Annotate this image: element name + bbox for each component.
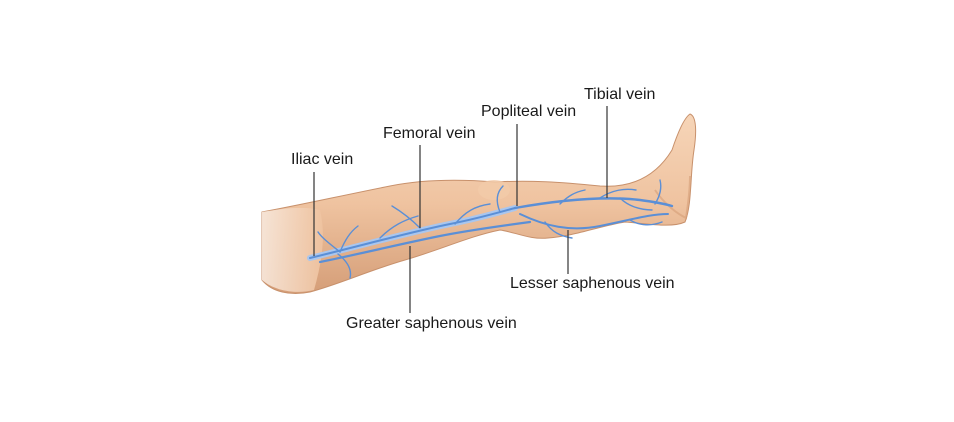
leg-silhouette xyxy=(261,113,697,294)
greater-saphenous-vein xyxy=(318,220,532,264)
label-lesser-saphenous-vein: Lesser saphenous vein xyxy=(510,275,675,292)
vein-branches xyxy=(317,179,663,279)
hip-region xyxy=(262,207,323,292)
knee-region xyxy=(478,180,510,200)
label-popliteal-vein: Popliteal vein xyxy=(481,103,577,120)
foot-shading xyxy=(654,175,691,220)
label-tibial-vein: Tibial vein xyxy=(584,86,656,103)
femoral-vein-core xyxy=(309,207,516,259)
lesser-saphenous-vein xyxy=(519,213,669,230)
tibial-vein xyxy=(513,197,674,210)
label-greater-saphenous-vein: Greater saphenous vein xyxy=(346,315,517,332)
label-iliac-vein: Iliac vein xyxy=(291,151,354,168)
leader-lines xyxy=(313,106,608,313)
label-femoral-vein: Femoral vein xyxy=(383,125,476,142)
